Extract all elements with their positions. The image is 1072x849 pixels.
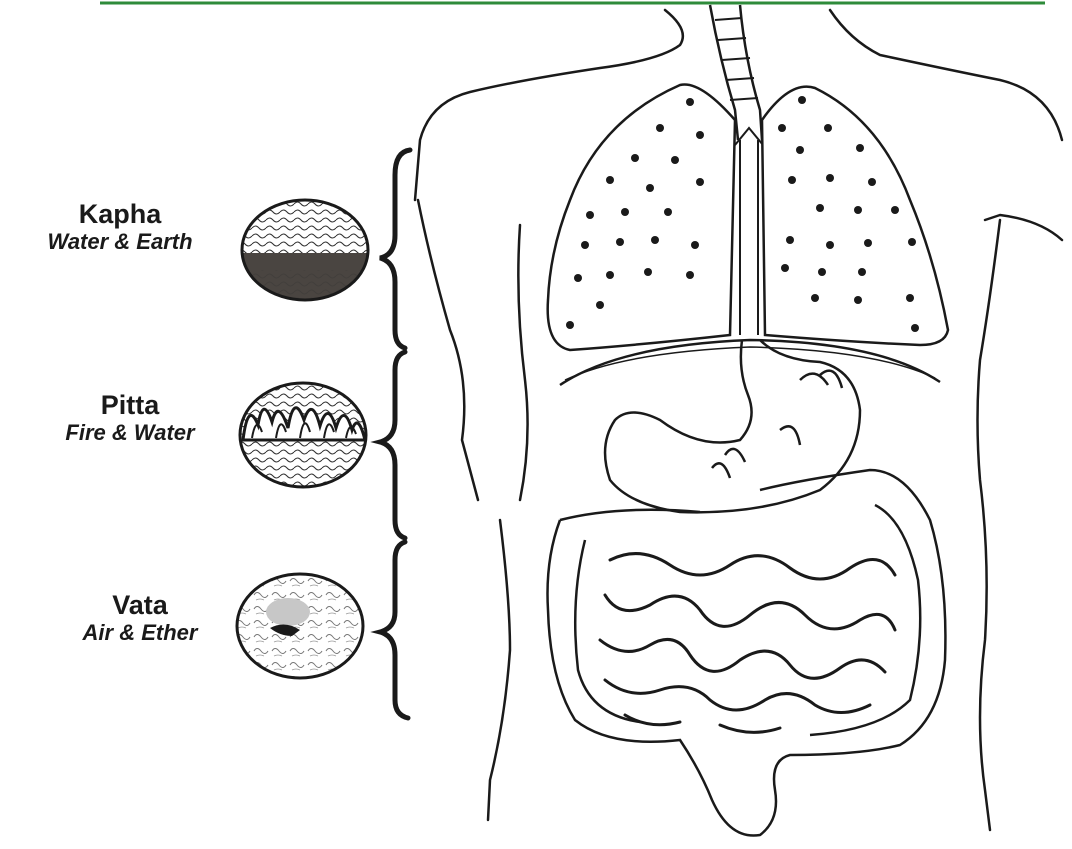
neck-right — [830, 10, 1062, 140]
stomach — [605, 340, 860, 512]
small-intestine — [600, 554, 895, 733]
dosha-name-kapha: Kapha — [10, 199, 230, 229]
vata-circle-icon — [235, 572, 365, 682]
large-intestine — [548, 470, 946, 836]
pitta-circle-icon — [238, 380, 368, 490]
right-side — [978, 220, 1001, 830]
right-arm-inner — [985, 215, 1062, 240]
dosha-elements-kapha: Water & Earth — [10, 229, 230, 255]
brace-group — [380, 150, 410, 718]
left-lung — [548, 84, 735, 350]
dosha-elements-vata: Air & Ether — [30, 620, 250, 646]
left-arm-inner — [518, 225, 527, 500]
dosha-label-pitta: Pitta Fire & Water — [20, 390, 240, 446]
kapha-circle-icon — [240, 198, 370, 303]
left-lower — [488, 520, 510, 820]
dosha-label-vata: Vata Air & Ether — [30, 590, 250, 646]
brace-kapha — [380, 150, 410, 348]
dosha-name-pitta: Pitta — [20, 390, 240, 420]
brace-pitta — [380, 352, 405, 538]
brace-vata — [380, 542, 408, 718]
dosha-name-vata: Vata — [30, 590, 250, 620]
right-lung — [762, 87, 948, 345]
dosha-elements-pitta: Fire & Water — [20, 420, 240, 446]
left-side — [418, 200, 478, 500]
dosha-label-kapha: Kapha Water & Earth — [10, 199, 230, 255]
